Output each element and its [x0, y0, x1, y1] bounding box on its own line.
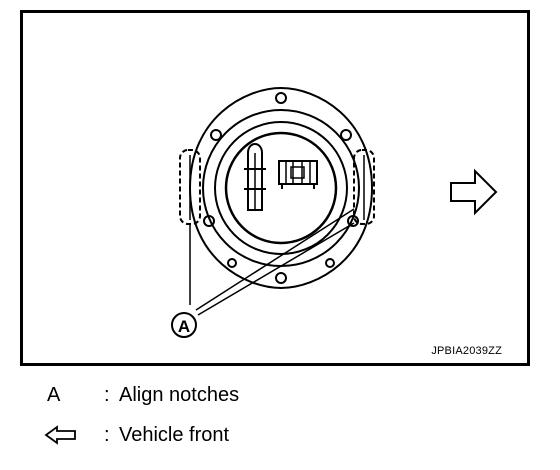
bolt-hole: [347, 215, 359, 227]
legend-row-align-notches: A : Align notches: [44, 380, 524, 420]
fuel-tube: [247, 143, 263, 211]
legend-separator: :: [104, 424, 110, 446]
bolt-hole: [227, 258, 237, 268]
pump-body: [224, 131, 338, 245]
legend-key-a: A: [47, 384, 61, 406]
figure-frame: A JPBIA2039ZZ: [20, 10, 530, 366]
callout-a-label: A: [178, 317, 190, 336]
locking-ring: [214, 121, 348, 255]
bolt-hole: [325, 258, 335, 268]
notch-right: [353, 149, 375, 225]
fuel-pump-diagram: A: [171, 86, 498, 338]
connector-latch: [290, 166, 305, 179]
callout-a-circle: [171, 312, 197, 338]
connector-body: [278, 160, 318, 185]
legend: A : Align notches : Vehicle front: [44, 380, 524, 460]
leader-line-right: [197, 222, 355, 316]
legend-row-vehicle-front: : Vehicle front: [44, 420, 524, 460]
hollow-left-arrow-icon: [44, 425, 78, 451]
bolt-hole: [203, 215, 215, 227]
bolt-hole: [275, 272, 287, 284]
leader-line-right: [195, 208, 355, 311]
bolt-hole: [275, 92, 287, 104]
bolt-hole: [340, 129, 352, 141]
legend-text-vehicle-front: Vehicle front: [119, 424, 230, 446]
legend-text-align-notches: Align notches: [119, 384, 240, 406]
bolt-hole: [210, 129, 222, 141]
figure-id: JPBIA2039ZZ: [431, 345, 502, 357]
hollow-right-arrow-icon: [450, 168, 498, 216]
legend-separator: :: [104, 384, 110, 406]
